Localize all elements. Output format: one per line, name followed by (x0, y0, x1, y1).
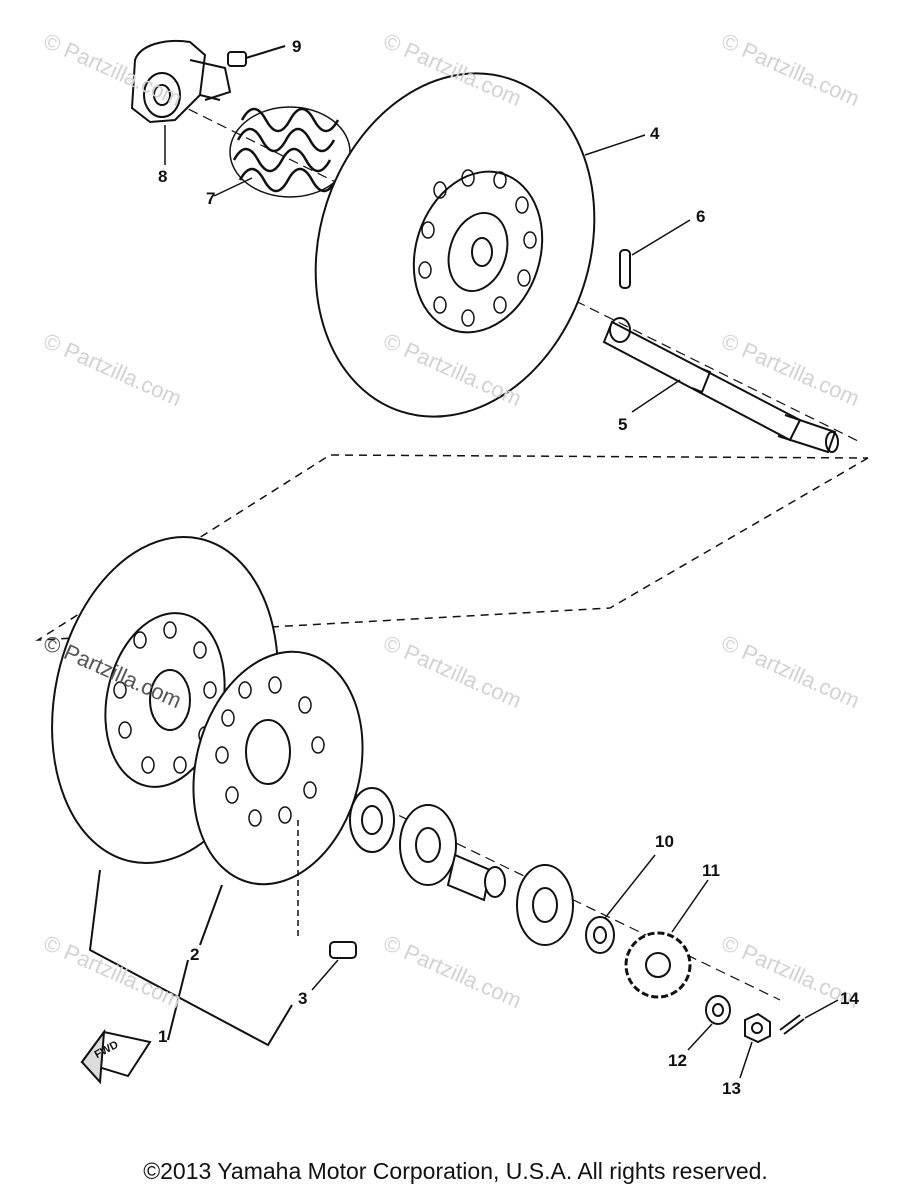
sprocket-part (624, 879, 709, 999)
forward-arrow-icon (80, 1028, 152, 1085)
callout-12: 12 (668, 1051, 687, 1070)
bearing-stack (349, 787, 574, 946)
callout-7: 7 (206, 189, 216, 208)
plate-part (192, 650, 364, 886)
callout-8: 8 (158, 167, 168, 186)
small-bolt-part (227, 45, 286, 67)
pin-part (619, 219, 691, 289)
callout-1: 1 (158, 1027, 168, 1046)
collar-part (585, 854, 656, 954)
bolt-part (297, 820, 357, 991)
nut-part (739, 1012, 771, 1079)
callout-2: 2 (190, 945, 200, 964)
cotter-pin-part (779, 999, 839, 1035)
washer-part (687, 995, 731, 1051)
assembly-guide-line (35, 454, 869, 641)
callout-4: 4 (650, 124, 660, 143)
callout-6: 6 (696, 207, 706, 226)
cam-bracket-part (130, 39, 232, 124)
callout-3: 3 (298, 989, 308, 1008)
shaft-part (602, 317, 839, 454)
callout-11: 11 (702, 861, 720, 880)
callout-14: 14 (840, 989, 859, 1008)
callout-9: 9 (292, 37, 302, 56)
large-sheave-part (314, 72, 596, 418)
shaft-leader (631, 379, 681, 413)
spring-part (229, 106, 351, 198)
bracket-lines (88, 869, 293, 1047)
callout-5: 5 (618, 415, 628, 434)
sheave-leader (584, 134, 646, 156)
spring-leader (213, 177, 253, 197)
copyright-footer: ©2013 Yamaha Motor Corporation, U.S.A. A… (143, 1158, 768, 1184)
callout-10: 10 (655, 832, 674, 851)
callout-13: 13 (722, 1079, 741, 1098)
